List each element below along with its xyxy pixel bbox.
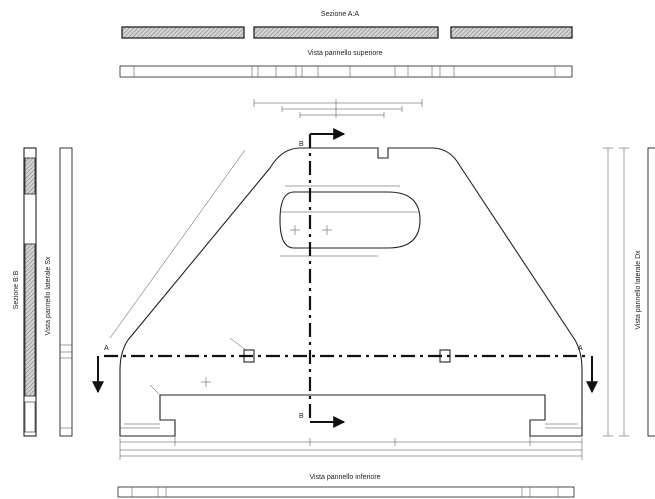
section-marker-b-bottom: B bbox=[299, 413, 304, 420]
main-dimensions bbox=[109, 149, 583, 460]
section-marker-a-left: A bbox=[104, 345, 109, 352]
left-panel-outline bbox=[59, 147, 73, 437]
section-marker-a-right: A bbox=[578, 345, 583, 352]
top-view-title: Vista pannello superiore bbox=[308, 50, 383, 57]
section-aa-segment bbox=[121, 26, 245, 39]
top-detail-dimensions bbox=[253, 99, 423, 118]
section-bb-segment bbox=[24, 243, 36, 397]
section-bb: Sezione B:B bbox=[13, 147, 37, 437]
centre-mark bbox=[201, 225, 332, 387]
section-bb-title: Sezione B:B bbox=[13, 270, 20, 309]
section-bb-segment bbox=[24, 157, 36, 195]
bottom-view-title: Vista pannello inferiore bbox=[309, 474, 380, 481]
section-aa-title: Sezione A:A bbox=[321, 11, 359, 18]
section-marker-b-top: B bbox=[299, 141, 304, 148]
section-aa: Sezione A:A bbox=[121, 11, 573, 39]
handle-slot bbox=[279, 191, 421, 249]
bottom-panel-view: Vista pannello inferiore bbox=[117, 474, 575, 498]
main-panel-outline bbox=[119, 147, 583, 437]
right-panel-view: Vista pannello laterale Dx bbox=[603, 147, 655, 437]
main-panel-view: A A B B bbox=[92, 128, 598, 460]
bottom-panel-outline bbox=[117, 486, 575, 498]
left-view-title: Vista pannello laterale Sx bbox=[45, 256, 52, 335]
right-panel-outline bbox=[647, 147, 655, 437]
left-panel-view: Vista pannello laterale Sx bbox=[45, 147, 73, 437]
right-view-title: Vista pannello laterale Dx bbox=[635, 250, 642, 330]
section-aa-segment bbox=[253, 26, 439, 39]
top-panel-view: Vista pannello superiore bbox=[119, 50, 573, 78]
top-panel-outline bbox=[119, 65, 573, 78]
section-aa-segment bbox=[450, 26, 573, 39]
